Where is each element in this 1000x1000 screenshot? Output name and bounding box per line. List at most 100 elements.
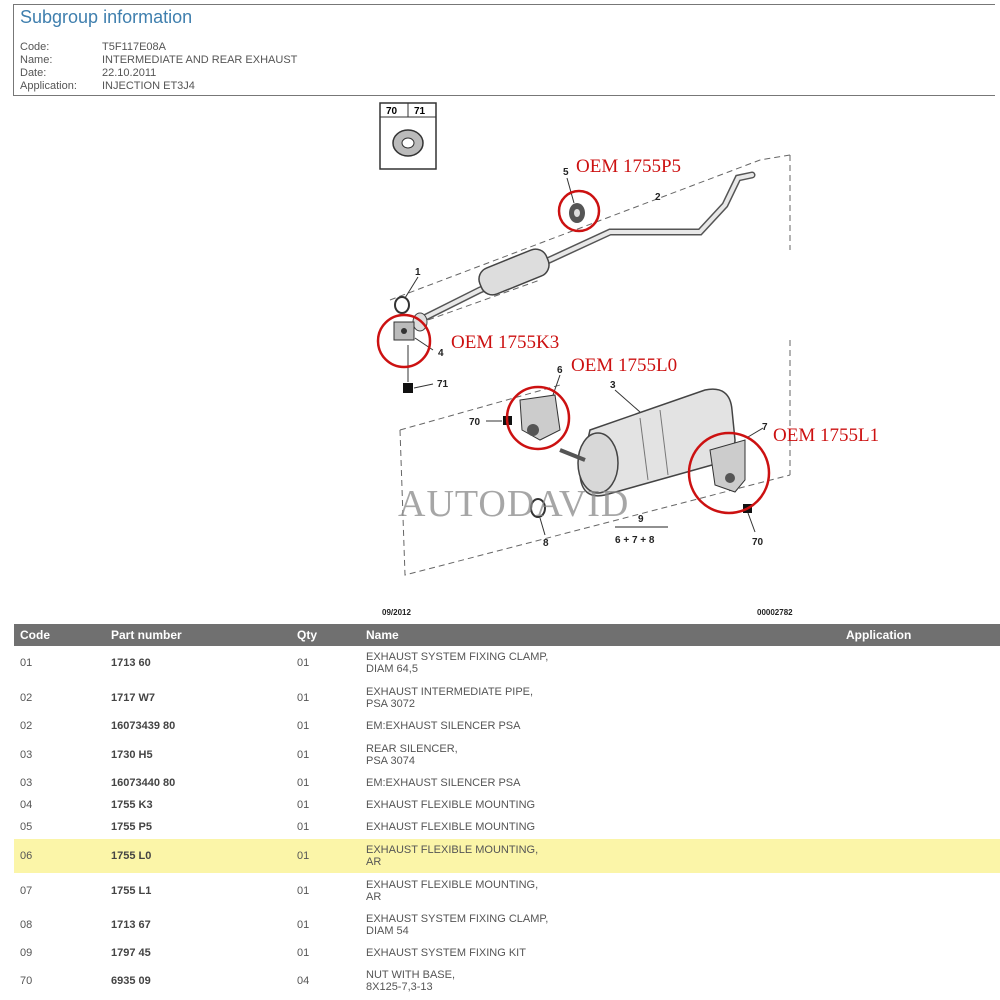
cell-qty: 04 bbox=[291, 964, 360, 998]
column-header-qty[interactable]: Qty bbox=[291, 624, 360, 646]
cell-application bbox=[840, 873, 1000, 909]
name-line-1: EXHAUST SYSTEM FIXING CLAMP, bbox=[366, 913, 549, 925]
parts-table: Code Part number Qty Name Application 01… bbox=[14, 624, 1000, 998]
cell-part-number: 16073439 80 bbox=[105, 715, 291, 738]
name-line-2: AR bbox=[366, 855, 382, 868]
info-row-name: Name:INTERMEDIATE AND REAR EXHAUST bbox=[20, 54, 297, 66]
info-value: INJECTION ET3J4 bbox=[102, 80, 195, 92]
table-header-row: Code Part number Qty Name Application bbox=[14, 624, 1000, 646]
callout-label: 3 bbox=[610, 380, 616, 391]
name-line-1: EXHAUST SYSTEM FIXING CLAMP, bbox=[366, 651, 549, 664]
cell-part-number: 6935 09 bbox=[105, 964, 291, 998]
cell-name: EXHAUST FLEXIBLE MOUNTING,AR bbox=[360, 838, 840, 874]
cell-code: 07 bbox=[14, 873, 105, 909]
panel-title: Subgroup information bbox=[20, 7, 193, 27]
cell-application bbox=[840, 715, 1000, 738]
info-label: Date: bbox=[20, 67, 47, 79]
cell-application bbox=[840, 737, 1000, 773]
cell-code: 02 bbox=[14, 681, 105, 716]
cell-name: EXHAUST FLEXIBLE MOUNTING,AR bbox=[360, 873, 840, 909]
cell-part-number: 1755 P5 bbox=[105, 816, 291, 839]
sum-formula: 6 + 7 + 8 bbox=[615, 535, 655, 546]
cell-application bbox=[840, 794, 1000, 817]
cell-code: 02 bbox=[14, 715, 105, 738]
oem-label: OEM 1755K3 bbox=[451, 332, 559, 353]
callout-label: 70 bbox=[469, 417, 481, 428]
column-header-part-number[interactable]: Part number bbox=[105, 624, 291, 646]
column-header-code[interactable]: Code bbox=[14, 624, 105, 646]
name-line-1: EXHAUST INTERMEDIATE PIPE, bbox=[366, 686, 534, 698]
info-label: Application: bbox=[20, 80, 77, 92]
sum-number: 9 bbox=[638, 514, 644, 525]
cell-application bbox=[840, 646, 1000, 682]
cell-name: EM:EXHAUST SILENCER PSA bbox=[360, 715, 840, 738]
cell-part-number: 1713 60 bbox=[105, 646, 291, 682]
name-line-2: 8X125-7,3-13 bbox=[366, 980, 433, 993]
cell-application bbox=[840, 816, 1000, 839]
dashed-frame-lower bbox=[399, 340, 791, 576]
name-line-2: AR bbox=[366, 890, 382, 903]
clamp-part-1 bbox=[393, 276, 434, 393]
inset-box: 70 71 bbox=[379, 102, 437, 170]
info-row-application: Application: INJECTION ET3J4 bbox=[20, 80, 195, 92]
callout-numbers: 1 2 3 4 5 6 7 8 71 70 70 9 6 + 7 + 8 bbox=[415, 167, 768, 549]
cell-part-number: 1717 W7 bbox=[105, 681, 291, 716]
name-line-2: PSA 3074 bbox=[366, 754, 415, 767]
cell-code: 01 bbox=[14, 646, 105, 682]
cell-code: 06 bbox=[14, 838, 105, 874]
cell-qty: 01 bbox=[291, 772, 360, 795]
cell-code: 08 bbox=[14, 908, 105, 943]
cell-qty: 01 bbox=[291, 908, 360, 943]
cell-qty: 01 bbox=[291, 838, 360, 874]
name-line-1: EXHAUST FLEXIBLE MOUNTING, bbox=[366, 878, 539, 891]
column-header-application[interactable]: Application bbox=[840, 624, 1000, 646]
highlight-circle-l0 bbox=[505, 385, 571, 451]
info-label: Name: bbox=[20, 54, 53, 66]
cell-qty: 01 bbox=[291, 681, 360, 716]
cell-code: 09 bbox=[14, 942, 105, 965]
cell-name: EXHAUST FLEXIBLE MOUNTING bbox=[360, 816, 840, 839]
mount-part-5 bbox=[566, 177, 585, 223]
highlight-circle-k3 bbox=[376, 313, 432, 369]
cell-code: 05 bbox=[14, 816, 105, 839]
name-line-1: EXHAUST SYSTEM FIXING KIT bbox=[366, 947, 526, 959]
cell-application bbox=[840, 964, 1000, 998]
cell-part-number: 1755 L0 bbox=[105, 838, 291, 874]
highlight-circles bbox=[376, 189, 771, 515]
callout-label: 5 bbox=[563, 167, 569, 178]
info-label: Code: bbox=[20, 41, 50, 53]
rear-silencer bbox=[559, 388, 736, 497]
column-header-name[interactable]: Name bbox=[360, 624, 840, 646]
cell-name: EXHAUST SYSTEM FIXING KIT bbox=[360, 942, 840, 965]
exhaust-exploded-diagram: 70 71 bbox=[376, 102, 879, 617]
name-line-1: EM:EXHAUST SILENCER PSA bbox=[366, 777, 521, 789]
oem-label: OEM 1755P5 bbox=[576, 156, 681, 177]
info-row-date: Date: 22.10.2011 bbox=[20, 67, 156, 79]
name-line-1: EXHAUST FLEXIBLE MOUNTING bbox=[366, 799, 536, 811]
callout-label: 6 bbox=[557, 365, 563, 376]
callout-label: 4 bbox=[438, 348, 444, 359]
cell-qty: 01 bbox=[291, 646, 360, 682]
name-line-1: EM:EXHAUST SILENCER PSA bbox=[366, 720, 521, 732]
cell-code: 04 bbox=[14, 794, 105, 817]
cell-qty: 01 bbox=[291, 715, 360, 738]
cell-name: NUT WITH BASE,8X125-7,3-13 bbox=[360, 964, 840, 998]
cell-part-number: 1797 45 bbox=[105, 942, 291, 965]
cell-code: 70 bbox=[14, 964, 105, 998]
cell-qty: 01 bbox=[291, 794, 360, 817]
info-value: 22.10.2011 bbox=[102, 67, 157, 79]
watermark: AUTODAVID bbox=[398, 483, 629, 525]
